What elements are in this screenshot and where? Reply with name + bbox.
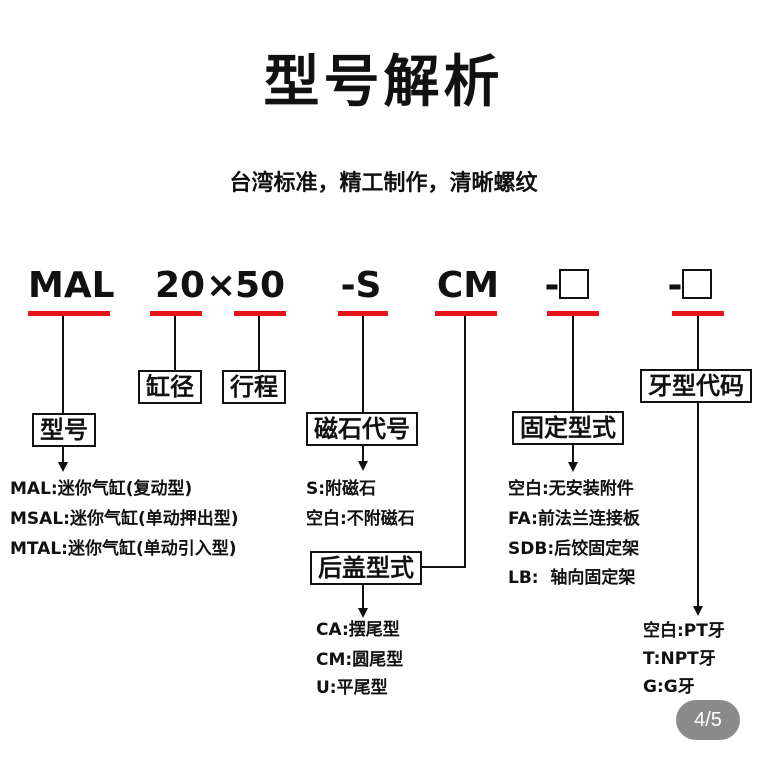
code-magnet: -S (340, 265, 382, 306)
connector-cover-vertical (464, 316, 466, 568)
code-mount-prefix: - (544, 265, 560, 306)
cover-item: CA:摆尾型 (316, 620, 400, 640)
code-series: MAL (28, 265, 115, 306)
type-item: MSAL:迷你气缸(单动押出型) (10, 509, 239, 529)
stroke-box: 行程 (222, 370, 286, 404)
code-bore: 20 (154, 265, 206, 306)
thread-item: 空白:PT牙 (643, 621, 725, 641)
thread-box: 牙型代码 (640, 369, 752, 403)
mount-item: 空白:无安装附件 (508, 479, 634, 499)
connector-cover-horizontal (420, 566, 466, 568)
connector-bore (174, 316, 176, 370)
connector-magnet (362, 316, 364, 412)
cover-box: 后盖型式 (310, 551, 422, 585)
type-box: 型号 (32, 413, 96, 447)
subtitle: 台湾标准，精工制作，清晰螺纹 (229, 171, 538, 196)
connector-mount-items (572, 445, 574, 463)
arrow-cover-items (358, 608, 368, 618)
mount-box: 固定型式 (512, 411, 624, 445)
page-indicator[interactable]: 4/5 (676, 700, 740, 740)
cover-item: U:平尾型 (316, 678, 388, 698)
mount-placeholder-box (559, 269, 590, 299)
code-thread-prefix: - (667, 265, 683, 306)
connector-series (62, 316, 64, 414)
code-stroke: 50 (234, 265, 286, 306)
arrow-type-items (58, 462, 68, 472)
thread-item: T:NPT牙 (643, 649, 716, 669)
connector-thread (697, 316, 699, 370)
connector-cover-items (362, 585, 364, 609)
arrow-magnet-items (358, 461, 368, 471)
bore-box: 缸径 (138, 370, 202, 404)
magnet-box: 磁石代号 (306, 412, 418, 446)
underline-mount (547, 311, 599, 316)
underline-series (28, 311, 110, 316)
thread-item: G:G牙 (643, 677, 695, 697)
cover-item: CM:圆尾型 (316, 650, 404, 670)
underline-thread (672, 311, 724, 316)
magnet-item: 空白:不附磁石 (306, 509, 415, 529)
type-item: MAL:迷你气缸(复动型) (10, 479, 193, 499)
underline-stroke (234, 311, 286, 316)
arrow-mount-items (568, 462, 578, 472)
connector-type-items (62, 447, 64, 463)
connector-magnet-items (362, 446, 364, 462)
mount-item: LB: 轴向固定架 (508, 568, 636, 588)
connector-thread-items (697, 403, 699, 607)
underline-cover (435, 311, 497, 316)
arrow-thread-items (693, 606, 703, 616)
connector-mount (572, 316, 574, 412)
code-cover: CM (436, 265, 500, 306)
magnet-item: S:附磁石 (306, 479, 377, 499)
mount-item: FA:前法兰连接板 (508, 509, 640, 529)
code-times: × (206, 265, 237, 306)
type-item: MTAL:迷你气缸(单动引入型) (10, 539, 237, 559)
underline-magnet (338, 311, 388, 316)
page-title: 型号解析 (263, 50, 504, 115)
mount-item: SDB:后饺固定架 (508, 539, 640, 559)
code-mount: - (535, 264, 599, 308)
code-thread: - (658, 264, 722, 308)
underline-bore (150, 311, 202, 316)
thread-placeholder-box (682, 269, 713, 299)
connector-stroke (258, 316, 260, 370)
